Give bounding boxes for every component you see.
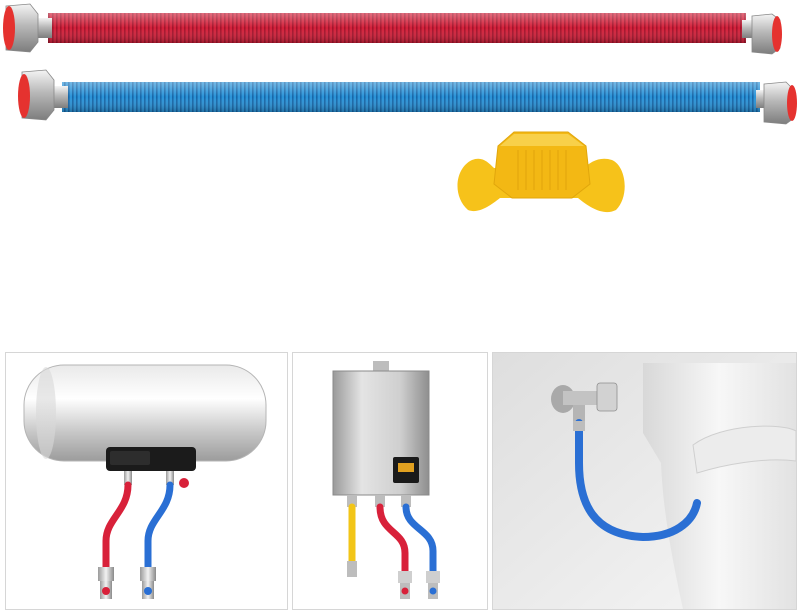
hot-water-hose <box>376 503 409 577</box>
toilet-connection-panel <box>492 352 797 610</box>
angle-valve-cold <box>426 571 440 599</box>
red-cap-right <box>787 85 797 121</box>
cold-water-hose <box>575 419 701 542</box>
red-cap-left <box>3 6 15 50</box>
toilet <box>643 363 796 609</box>
yellow-wrench <box>457 131 625 213</box>
red-cap-right <box>772 16 782 52</box>
cold-water-hose <box>144 481 174 573</box>
angle-valve-cold <box>140 567 156 599</box>
hex-nut-left <box>21 69 55 121</box>
toilet-connection-illustration <box>493 353 796 609</box>
angle-valve-hot <box>98 567 114 599</box>
cold-water-hose <box>402 503 437 577</box>
electric-water-heater-panel <box>5 352 288 610</box>
hose-fitting-left <box>50 86 68 108</box>
cold-water-hose <box>18 69 797 125</box>
hot-water-hose <box>3 3 782 55</box>
gas-water-heater-illustration <box>332 361 440 599</box>
gas-water-heater-panel <box>292 352 488 610</box>
electric-water-heater-illustration <box>23 364 267 599</box>
angle-valve <box>551 382 618 423</box>
hot-water-hose <box>102 481 132 573</box>
relief-valve <box>179 478 189 488</box>
angle-valve-hot <box>398 571 412 599</box>
hose-fitting-left <box>34 18 52 38</box>
red-cap-left <box>18 74 30 118</box>
water-tank <box>23 364 267 462</box>
